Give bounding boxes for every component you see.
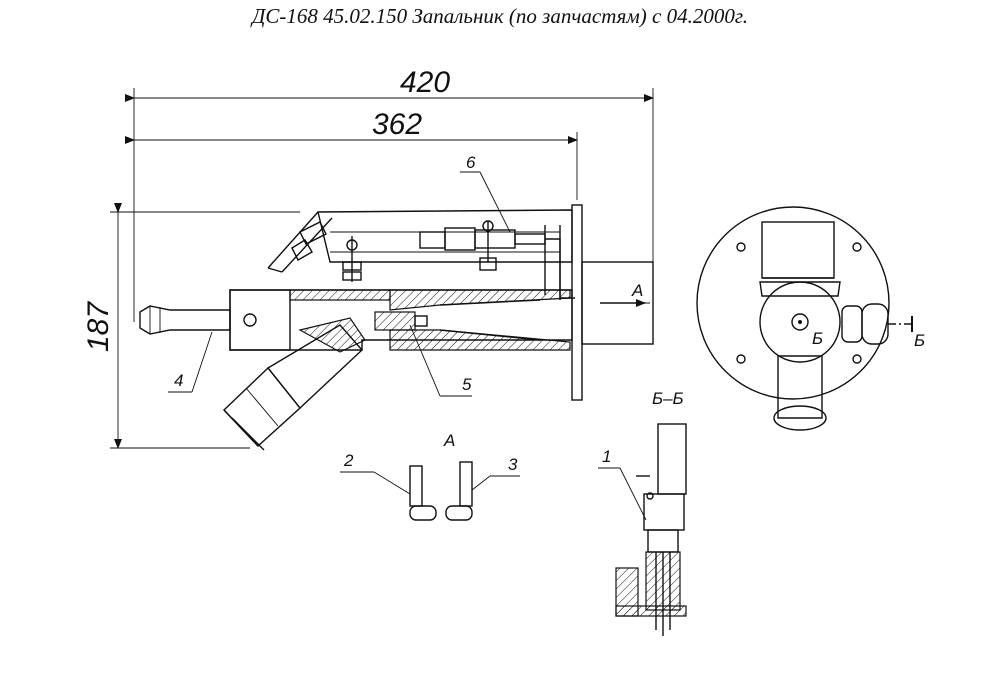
callout-5: 5 — [409, 324, 472, 397]
dimension-362: 362 — [125, 108, 578, 200]
callout-4-label: 4 — [174, 371, 183, 390]
dimension-420-label: 420 — [400, 66, 450, 99]
view-a: А 2 3 — [340, 431, 520, 521]
callout-2-label: 2 — [343, 451, 354, 470]
page-title: ДС-168 45.02.150 Запальник (по запчастям… — [251, 4, 749, 28]
section-title: Б–Б — [652, 389, 684, 408]
callout-6-label: 6 — [466, 153, 476, 172]
dimension-362-label: 362 — [372, 108, 422, 141]
callout-3-label: 3 — [508, 455, 518, 474]
callout-1-label: 1 — [602, 447, 611, 466]
dimension-187: 187 — [82, 203, 300, 449]
front-view: Б Б — [696, 206, 925, 431]
section-mark-right: Б — [914, 331, 925, 350]
callout-6: 6 — [460, 153, 511, 233]
dimension-420: 420 — [125, 66, 654, 322]
igniter-side-view: A — [139, 204, 654, 451]
view-a-arrow-label: A — [631, 281, 643, 300]
callout-5-label: 5 — [462, 375, 472, 394]
callout-4: 4 — [168, 331, 213, 393]
view-a-title: А — [443, 431, 455, 450]
section-mark-left: Б — [812, 329, 823, 348]
dimension-187-label: 187 — [82, 301, 115, 352]
section-b-b: Б–Б 1 — [598, 389, 687, 636]
